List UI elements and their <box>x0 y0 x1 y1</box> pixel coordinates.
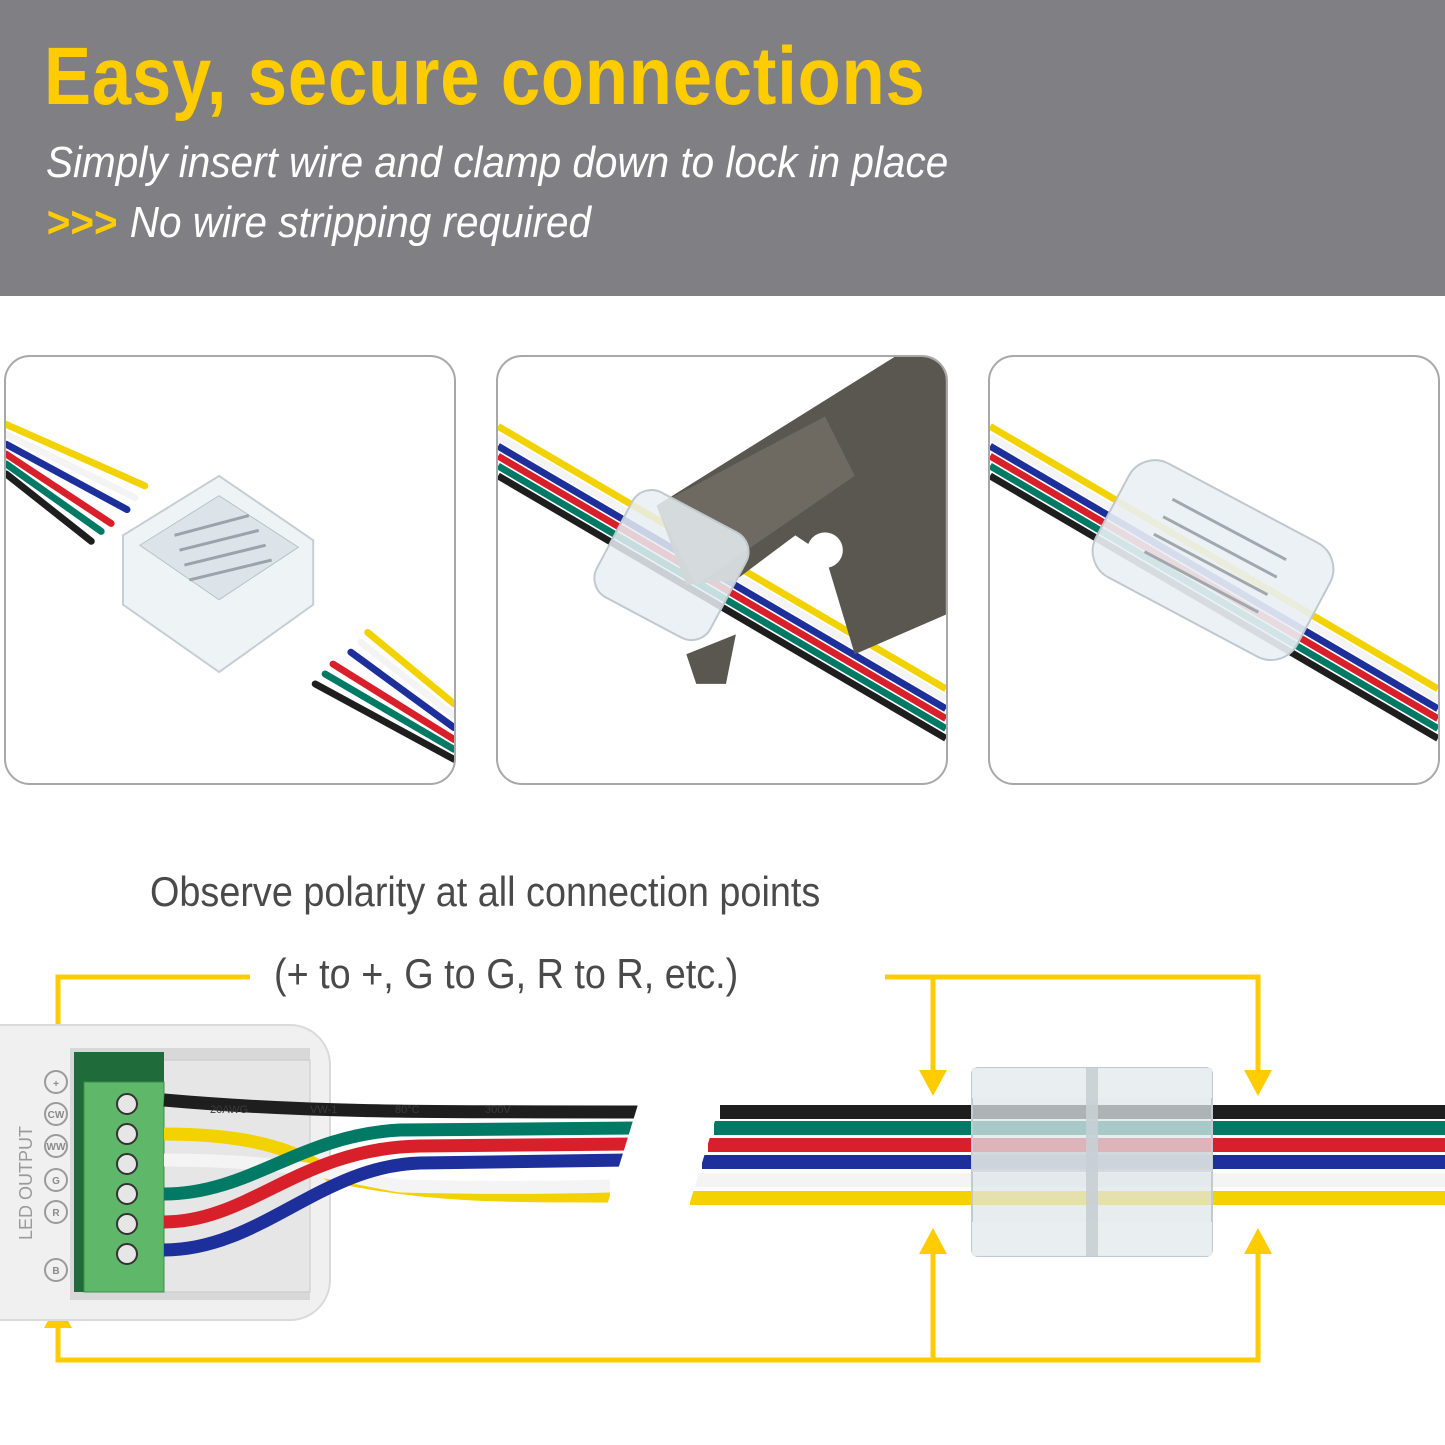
terminal-label-circles <box>44 1070 68 1282</box>
page-title: Easy, secure connections <box>44 31 926 122</box>
arrow-down-icon <box>1244 1070 1272 1096</box>
terminal-screws <box>116 1093 138 1265</box>
note-line: >>>No wire stripping required <box>46 198 591 248</box>
arrow-line-bottom <box>55 1250 1261 1363</box>
arrow-line-top-left <box>55 974 250 1040</box>
left-wire-bundle <box>6 420 149 545</box>
terminal-label-ww: WW <box>47 1142 66 1153</box>
wiring-diagram: + CW WW G R B LED OUTPUT 20AWG VW-1 80°C… <box>0 974 1445 1363</box>
header-banner: Easy, secure connections Simply insert w… <box>0 0 1445 296</box>
terminal-label-b: B <box>52 1266 59 1277</box>
arrow-up-icon <box>919 1228 947 1254</box>
polarity-instruction: Observe polarity at all connection point… <box>150 868 821 915</box>
wire-break <box>604 1098 722 1215</box>
arrow-up-icon <box>1244 1228 1272 1254</box>
svg-text:80°C: 80°C <box>395 1104 420 1116</box>
clamp-illustration <box>498 357 946 742</box>
polarity-arrows <box>55 974 1261 1363</box>
right-wire-bundle <box>311 628 454 763</box>
step-panel-connected <box>988 355 1440 785</box>
controller-wires <box>163 1093 641 1257</box>
controller-label: LED OUTPUT <box>16 1126 36 1240</box>
note-text: No wire stripping required <box>129 198 592 247</box>
arrow-line-top-right <box>885 974 1261 1080</box>
subtitle: Simply insert wire and clamp down to loc… <box>46 138 949 187</box>
wire-print: 20AWG VW-1 80°C 300V <box>210 1104 511 1116</box>
terminal-label-g: G <box>52 1176 60 1187</box>
terminal-label-plus: + <box>53 1079 59 1090</box>
insert-illustration <box>6 420 454 763</box>
terminal-label-r: R <box>52 1208 60 1219</box>
svg-text:VW-1: VW-1 <box>310 1104 337 1116</box>
connected-illustration <box>990 423 1438 742</box>
chevrons-icon: >>> <box>46 198 117 247</box>
step-panel-insert <box>4 355 456 785</box>
open-connector <box>122 474 315 674</box>
connector <box>1091 459 1335 661</box>
led-controller: + CW WW G R B LED OUTPUT <box>0 1024 331 1321</box>
polarity-example: (+ to +, G to G, R to R, etc.) <box>274 950 739 997</box>
connector <box>593 489 750 642</box>
inline-connector <box>971 1067 1213 1257</box>
svg-text:300V: 300V <box>485 1104 511 1116</box>
arrow-down-icon <box>919 1070 947 1096</box>
svg-text:20AWG: 20AWG <box>210 1104 248 1116</box>
terminal-label-cw: CW <box>48 1110 65 1121</box>
step-panel-clamp <box>496 355 948 785</box>
